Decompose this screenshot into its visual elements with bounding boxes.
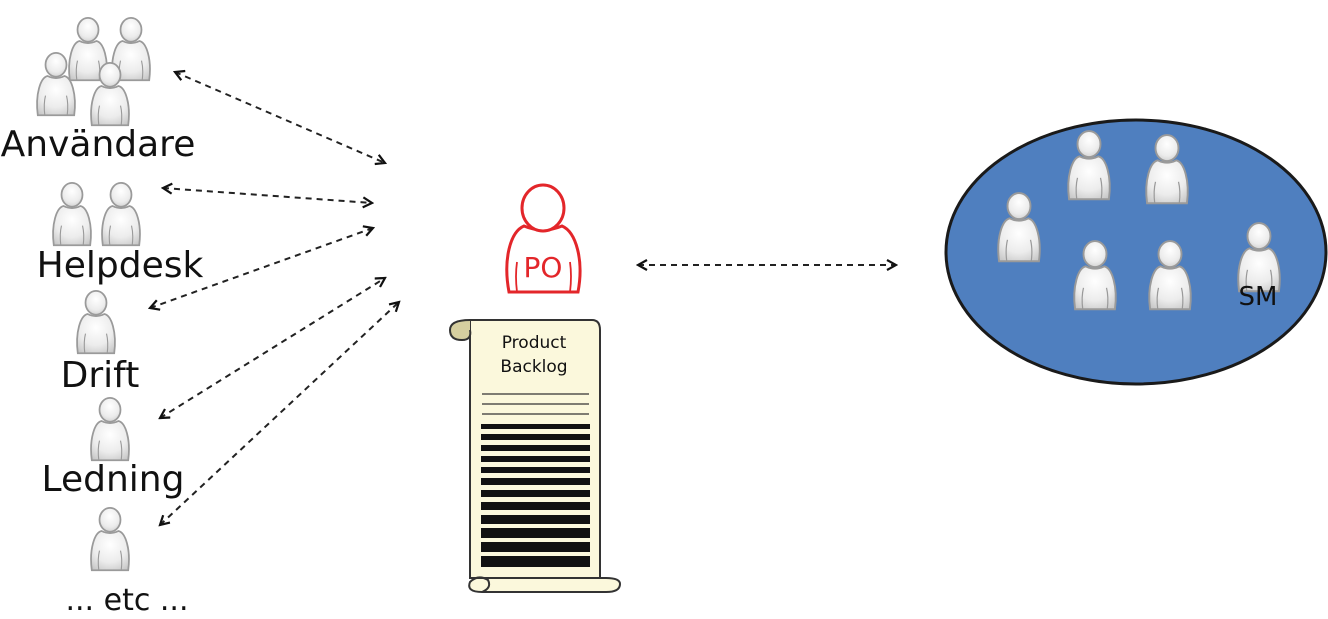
management-person-icon	[90, 397, 130, 462]
stakeholder-arrows	[150, 72, 399, 525]
operations-label: Drift	[61, 355, 140, 396]
backlog-bottom-roll	[468, 576, 622, 593]
users-group	[36, 17, 151, 127]
scrum-master-label: SM	[1239, 282, 1278, 312]
arrow-users	[175, 72, 385, 163]
helpdesk-label: Helpdesk	[37, 245, 204, 286]
po-head	[520, 183, 566, 233]
po-arms	[515, 261, 572, 293]
backlog-top-roll	[448, 319, 472, 342]
backlog-items	[481, 424, 590, 567]
backlog-thin-lines	[482, 393, 589, 415]
scrum-team: SM	[944, 118, 1328, 386]
helpdesk-person-icon-1	[52, 182, 92, 247]
arrow-etc	[160, 302, 399, 525]
etc-label: ... etc ...	[65, 583, 188, 618]
backlog-title-line2: Backlog	[500, 357, 567, 377]
product-owner: PO	[505, 183, 582, 294]
product-backlog-scroll: Product Backlog	[448, 319, 622, 593]
backlog-title-line1: Product	[502, 333, 567, 353]
team-ellipse	[944, 118, 1328, 386]
management-label: Ledning	[42, 459, 185, 500]
users-label: Användare	[1, 124, 196, 165]
operations-person-icon	[76, 290, 116, 355]
helpdesk-person-icon-2	[101, 182, 141, 247]
arrow-management	[160, 278, 385, 418]
po-label: PO	[524, 251, 563, 284]
etc-person-icon	[90, 507, 130, 572]
helpdesk-group	[52, 182, 141, 247]
arrow-helpdesk	[163, 188, 372, 203]
